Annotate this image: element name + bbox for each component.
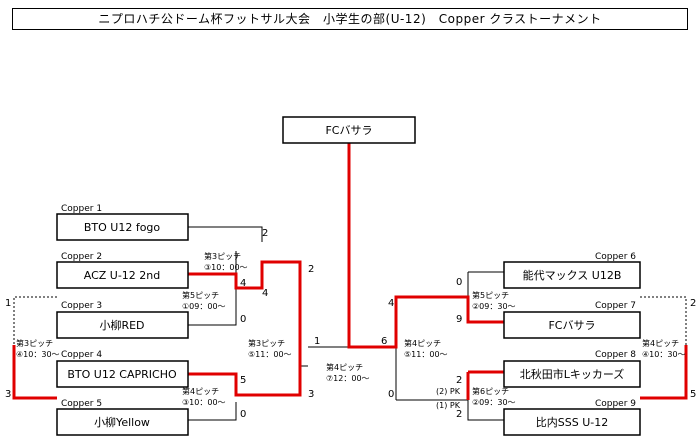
score-final-right: 6: [381, 336, 387, 347]
score-r-q2-top: 2: [456, 375, 462, 386]
score-r-sf-top: 4: [388, 298, 394, 309]
seed-label-3: Copper 3: [61, 301, 102, 311]
team-box-6: [503, 261, 641, 289]
team-name-4: BTO U12 CAPRICHO: [67, 368, 177, 381]
line-c1: [188, 226, 263, 242]
prelim-lines: [13, 296, 687, 345]
match-m4-pitch: 第4ピッチ: [182, 386, 219, 396]
score-l-sf-bot: 3: [308, 389, 314, 400]
score-r-pre-top: 2: [690, 298, 696, 309]
line-c9-pre-win: [640, 345, 688, 400]
seed-label-7: Copper 7: [595, 301, 636, 311]
line-c3: [188, 288, 237, 326]
score-r-q1-bot: 9: [456, 314, 462, 325]
seed-label-5: Copper 5: [61, 399, 102, 409]
team-box-5: [56, 408, 189, 436]
team-box-7: [503, 311, 641, 339]
match-m7-time: ④10：30～: [642, 350, 686, 359]
match-m1-pitch: 第3ピッチ: [16, 338, 53, 348]
match-m6-pitch: 第5ピッチ: [472, 290, 509, 300]
team-box-1: [56, 213, 189, 241]
score-l-sf-top: 2: [308, 264, 314, 275]
team-name-1: BTO U12 fogo: [84, 221, 161, 234]
match-m3-time: ③10：00～: [204, 263, 248, 272]
pk-r-bot: (1) PK: [436, 401, 461, 410]
champion-name: FCバサラ: [325, 124, 372, 137]
seed-label-1: Copper 1: [61, 204, 102, 214]
seed-label-8: Copper 8: [595, 350, 636, 360]
winner-lines: [12, 142, 688, 400]
bracket-lines: [188, 226, 504, 421]
match-m5-pitch: 第3ピッチ: [248, 338, 285, 348]
match-m1-time: ④10：30～: [16, 350, 60, 359]
score-l-q1-bot: 4: [240, 278, 246, 289]
pk-r-top: (2) PK: [436, 387, 461, 396]
score-final-left: 1: [314, 336, 320, 347]
match-m9-time: ⑤11：00～: [404, 350, 448, 359]
match-m8-time: ②09：30～: [472, 398, 516, 407]
score-l-q3-top: 5: [240, 375, 246, 386]
match-final-pitch: 第4ピッチ: [326, 362, 363, 372]
score-r-q2-bot: 2: [456, 409, 462, 420]
line-c9: [467, 400, 504, 421]
team-box-4: [56, 360, 189, 388]
team-name-3: 小柳RED: [99, 318, 144, 332]
score-l-pre-bot: 3: [5, 389, 11, 400]
team-box-8: [503, 360, 641, 388]
team-name-7: FCバサラ: [548, 319, 595, 332]
score-l-pre-top: 1: [5, 298, 11, 309]
line-c3-pre: [13, 296, 57, 345]
match-m2-time: ①09：00～: [182, 302, 226, 311]
score-r-q1-top: 0: [456, 277, 462, 288]
seed-label-2: Copper 2: [61, 252, 102, 262]
line-left-winners: [188, 260, 302, 397]
team-box-3: [56, 311, 189, 339]
score-l-q3-bot: 0: [240, 409, 246, 420]
score-l-q2-top: 4: [262, 288, 268, 299]
line-champion-path: [347, 142, 504, 349]
line-c5-pre-win: [12, 345, 57, 400]
team-name-6: 能代マックス U12B: [523, 268, 622, 282]
score-l-q1-top: 2: [262, 228, 268, 239]
team-name-8: 北秋田市Lキッカーズ: [520, 367, 625, 381]
match-m2-pitch: 第5ピッチ: [182, 290, 219, 300]
team-name-2: ACZ U-12 2nd: [84, 269, 161, 282]
match-m8-pitch: 第6ピッチ: [472, 386, 509, 396]
team-name-5: 小柳Yellow: [94, 415, 150, 429]
score-l-q2-bot: 0: [240, 314, 246, 325]
match-m6-time: ②09：30～: [472, 302, 516, 311]
score-r-sf-bot: 0: [388, 389, 394, 400]
seed-label-6: Copper 6: [595, 252, 636, 262]
match-m7-pitch: 第4ピッチ: [642, 338, 679, 348]
line-c7-pre: [640, 296, 687, 345]
team-box-2: [56, 261, 189, 289]
line-c5: [188, 402, 237, 421]
match-final-time: ⑦12：00～: [326, 374, 370, 383]
score-r-pre-bot: 5: [690, 389, 696, 400]
match-m4-time: ③10：00～: [182, 398, 226, 407]
team-name-9: 比内SSS U-12: [536, 415, 608, 429]
seed-label-9: Copper 9: [595, 399, 636, 409]
match-m3-pitch: 第3ピッチ: [204, 251, 241, 261]
match-m9-pitch: 第4ピッチ: [404, 338, 441, 348]
team-box-9: [503, 408, 641, 436]
seed-label-4: Copper 4: [61, 350, 102, 360]
champion-box: [282, 116, 416, 144]
page-title: ニプロハチ公ドーム杯フットサル大会 小学生の部(U-12) Copper クラス…: [12, 8, 688, 30]
match-m5-time: ⑤11：00～: [248, 350, 292, 359]
